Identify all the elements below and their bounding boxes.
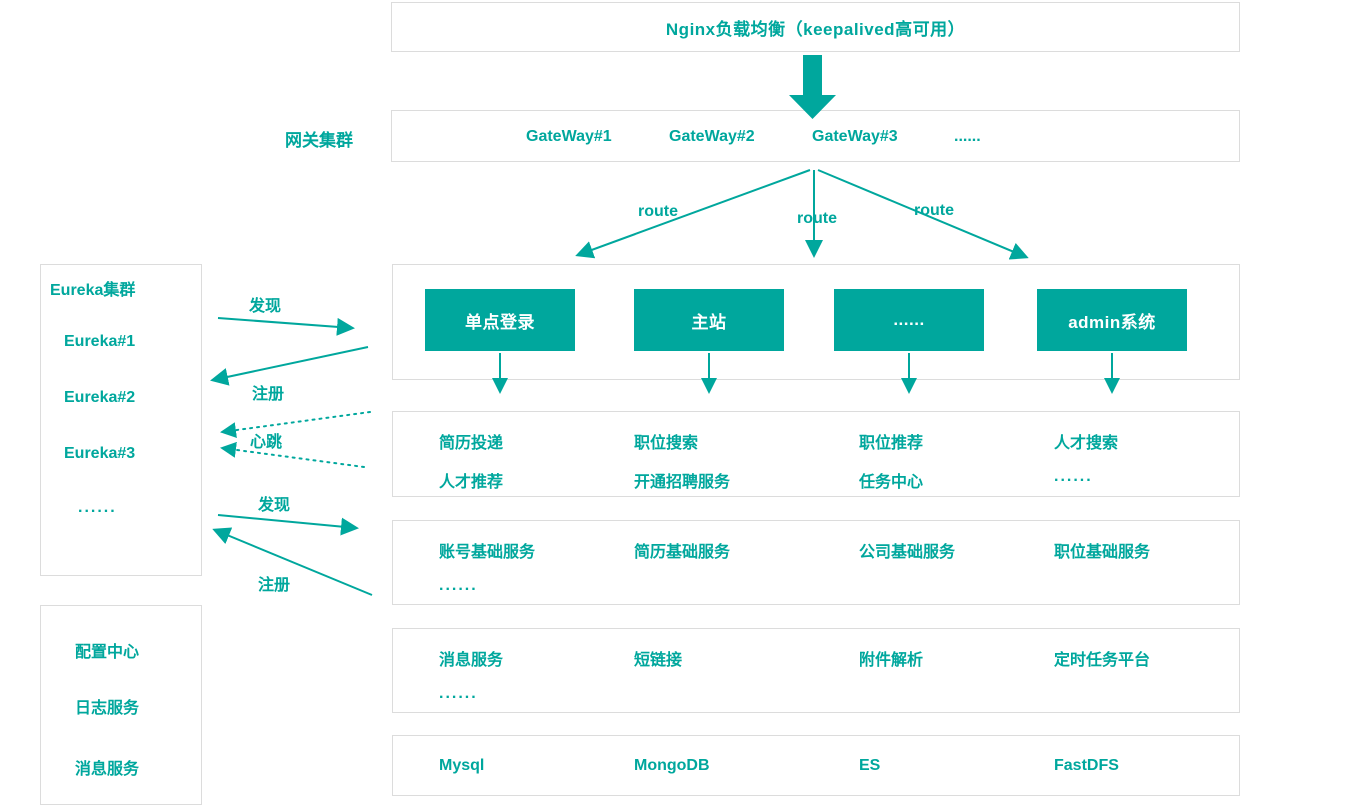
storage-cell-fastdfs: FastDFS <box>1054 757 1119 774</box>
discover-arrow-top <box>217 317 355 336</box>
service-cell: 职位推荐 <box>859 435 924 452</box>
service-cell: 定时任务平台 <box>1054 652 1151 669</box>
storage-row: Mysql MongoDB ES FastDFS <box>392 735 1240 796</box>
infra-item-config-center: 配置中心 <box>75 644 140 661</box>
service-cell: 任务中心 <box>859 474 924 491</box>
infra-item-log-service: 日志服务 <box>75 700 140 717</box>
nginx-label: Nginx负载均衡（keepalived高可用） <box>665 19 966 39</box>
eureka-node-3: Eureka#3 <box>64 445 136 462</box>
service-cell: 职位基础服务 <box>1054 544 1151 561</box>
register-label-top: 注册 <box>252 386 285 403</box>
base-services-row: 账号基础服务 ...... 简历基础服务 公司基础服务 职位基础服务 <box>392 520 1240 605</box>
eureka-node-1: Eureka#1 <box>64 333 136 350</box>
nginx-load-balancer-box: Nginx负载均衡（keepalived高可用） <box>391 2 1240 52</box>
register-label-bottom: 注册 <box>258 577 291 594</box>
discover-label-top: 发现 <box>249 298 282 315</box>
route-label-middle: route <box>797 210 837 227</box>
discover-arrow-bottom <box>217 514 359 536</box>
register-arrow-bottom <box>212 527 373 596</box>
service-cell: 短链接 <box>634 652 683 669</box>
register-arrow-top <box>210 346 369 386</box>
service-cell: 附件解析 <box>859 652 924 669</box>
service-cell: 公司基础服务 <box>859 544 956 561</box>
gateway-item-1: GateWay#1 <box>526 128 612 145</box>
route-label-right: route <box>914 202 954 219</box>
service-cell: 简历基础服务 <box>634 544 731 561</box>
route-label-left: route <box>638 203 678 220</box>
service-cell: 简历投递 <box>439 435 504 452</box>
gateway-item-more: ...... <box>954 128 981 145</box>
storage-cell-mysql: Mysql <box>439 757 485 774</box>
service-cell: 消息服务 <box>439 652 504 669</box>
business-services-row: 简历投递 人才推荐 职位搜索 开通招聘服务 职位推荐 任务中心 人才搜索 ...… <box>392 411 1240 497</box>
gateway-cluster-box: GateWay#1 GateWay#2 GateWay#3 ...... <box>391 110 1240 162</box>
common-services-row: 消息服务 ...... 短链接 附件解析 定时任务平台 <box>392 628 1240 713</box>
eureka-cluster-title: Eureka集群 <box>50 282 136 299</box>
service-cell-more: ...... <box>439 685 478 702</box>
app-card-admin: admin系统 <box>1037 289 1187 351</box>
service-cell: 职位搜索 <box>634 435 699 452</box>
storage-cell-mongodb: MongoDB <box>634 757 710 774</box>
service-cell: 人才搜索 <box>1054 435 1119 452</box>
app-card-main-site: 主站 <box>634 289 784 351</box>
route-arrow-left <box>575 169 811 259</box>
discover-label-bottom: 发现 <box>258 497 291 514</box>
storage-cell-es: ES <box>859 757 881 774</box>
app-card-more: ...... <box>834 289 984 351</box>
gateway-cluster-label: 网关集群 <box>285 131 353 150</box>
service-cell-more: ...... <box>439 577 478 594</box>
heartbeat-arrow-lower <box>220 441 365 468</box>
gateway-item-3: GateWay#3 <box>812 128 898 145</box>
heartbeat-label: 心跳 <box>250 434 283 451</box>
gateway-item-2: GateWay#2 <box>669 128 755 145</box>
infrastructure-panel: 配置中心 日志服务 消息服务 <box>40 605 202 805</box>
heartbeat-arrow-upper <box>220 411 371 439</box>
service-cell: 账号基础服务 <box>439 544 536 561</box>
app-card-sso: 单点登录 <box>425 289 575 351</box>
eureka-node-more: ...... <box>78 499 117 516</box>
service-cell-more: ...... <box>1054 468 1093 485</box>
eureka-cluster-panel: Eureka集群 Eureka#1 Eureka#2 Eureka#3 ....… <box>40 264 202 576</box>
service-cell: 开通招聘服务 <box>634 474 731 491</box>
service-cell: 人才推荐 <box>439 474 504 491</box>
eureka-node-2: Eureka#2 <box>64 389 136 406</box>
infra-item-message-service: 消息服务 <box>75 761 140 778</box>
